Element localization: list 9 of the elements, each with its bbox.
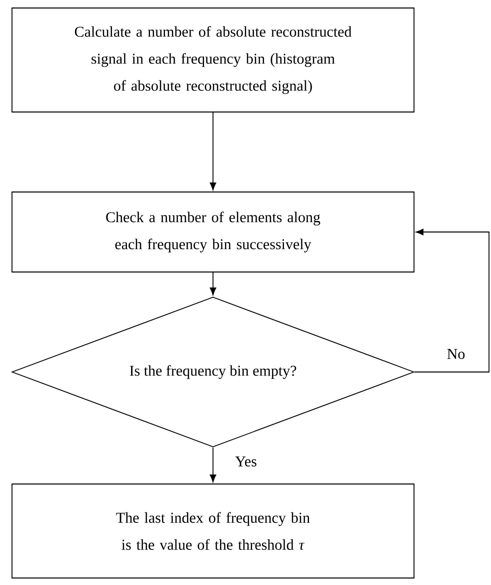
arrow: [414, 228, 490, 372]
process-box: Check a number of elements along each frequency bin successively: [12, 192, 414, 272]
arrow: [210, 272, 216, 296]
arrow: [210, 112, 216, 190]
arrow: [210, 447, 216, 482]
edge-label: Yes: [234, 456, 258, 468]
process-box: The last index of frequency bin is the value of the threshold τ: [12, 484, 414, 578]
edge-label: No: [446, 348, 466, 360]
process-box: Calculate a number of absolute reconstructed signal in each frequency bin (histogram of absolute reconstructed signal): [12, 8, 414, 112]
